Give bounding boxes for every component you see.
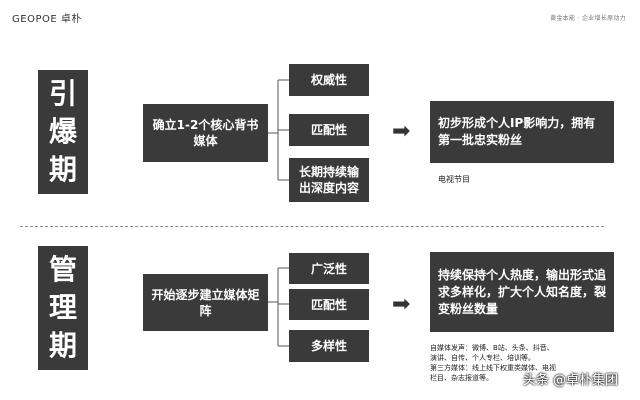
- note-line: 栏目、杂志报道等。: [430, 374, 493, 382]
- note-line: 第三方媒体：线上线下权重类媒体、电视: [430, 364, 556, 372]
- attribute-box: 多样性: [289, 330, 369, 362]
- outcome-box: 初步形成个人IP影响力，拥有第一批忠实粉丝: [430, 101, 614, 163]
- attribute-box: 长期持续输出深度内容: [289, 158, 369, 202]
- attribute-box: 权威性: [289, 64, 369, 96]
- section-divider: [20, 226, 604, 227]
- strategy-box: 开始逐步建立媒体矩阵: [143, 274, 268, 331]
- note-line: 演讲、自传、个人专栏、培训等。: [430, 354, 535, 362]
- attribute-box: 匹配性: [289, 289, 369, 320]
- attribute-box: 广泛性: [289, 253, 369, 284]
- phase-char: 期: [48, 329, 77, 362]
- attribute-box: 匹配性: [289, 114, 369, 146]
- arrow-right-icon: ➡: [392, 292, 411, 317]
- phase-char: 引: [48, 77, 77, 110]
- phase-char: 期: [48, 153, 77, 186]
- phase-char: 理: [48, 291, 77, 324]
- tagline: 黄金本能 · 企业增长原动力: [550, 15, 626, 22]
- note-block: 自媒体发声：微博、B站、头条、抖音、 演讲、自传、个人专栏、培训等。 第三方媒体…: [430, 343, 620, 383]
- note-text: 电视节目: [438, 175, 470, 184]
- note-line: 自媒体发声：微博、B站、头条、抖音、: [430, 344, 554, 352]
- watermark: 头条 @卓朴集团: [522, 373, 618, 388]
- phase-label-manage: 管 理 期: [38, 246, 88, 370]
- arrow-right-icon: ➡: [392, 119, 411, 144]
- brand-logo: GEOPOE 卓朴: [12, 14, 82, 25]
- phase-char: 爆: [48, 115, 77, 148]
- outcome-box: 持续保持个人热度，输出形式追求多样化，扩大个人知名度，裂变粉丝数量: [430, 252, 614, 332]
- phase-char: 管: [48, 253, 77, 286]
- phase-label-ignite: 引 爆 期: [38, 70, 88, 194]
- strategy-box: 确立1-2个核心背书媒体: [143, 104, 268, 162]
